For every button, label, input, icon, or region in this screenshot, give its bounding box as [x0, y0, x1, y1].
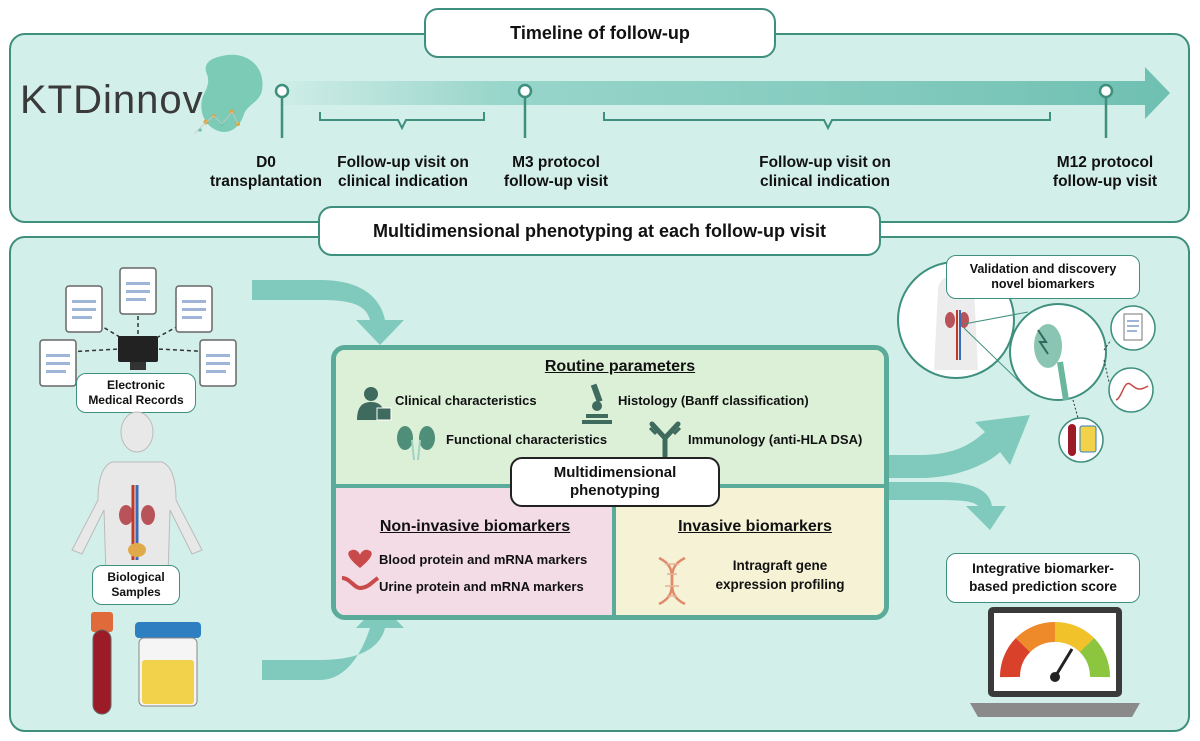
laptop-gauge-icon — [970, 607, 1140, 717]
blood-tube-icon — [91, 612, 113, 715]
timeline-arrow — [280, 67, 1170, 119]
timeline-title: Timeline of follow-up — [424, 8, 776, 58]
human-body-icon — [71, 411, 203, 576]
routine-item-histology: Histology (Banff classification) — [618, 393, 809, 408]
invasive-heading: Invasive biomarkers — [678, 518, 832, 535]
ktdinnov-logo: KTDinnov — [20, 50, 270, 140]
milestone-marker-m12 — [1098, 83, 1114, 138]
urine-cup-icon — [135, 622, 201, 707]
noninvasive-heading: Non-invasive biomarkers — [379, 518, 571, 535]
antibody-icon — [648, 421, 682, 459]
brace-interval-1 — [319, 112, 485, 131]
brace-interval-2 — [603, 112, 1051, 131]
milestone-marker-d0 — [274, 83, 290, 138]
clinician-icon — [357, 387, 392, 421]
dna-icon — [658, 556, 686, 606]
routine-item-functional: Functional characteristics — [446, 432, 608, 447]
score-label: Integrative biomarker-based prediction s… — [946, 553, 1140, 603]
kidneys-icon — [397, 426, 435, 461]
noninvasive-item-urine: Urine protein and mRNA markers — [379, 579, 584, 594]
hand-heart-icon — [341, 549, 380, 591]
emr-clipboards-icon — [39, 267, 237, 387]
timeline-panel — [9, 33, 1190, 223]
routine-item-clinical: Clinical characteristics — [395, 393, 537, 408]
microscope-icon — [582, 383, 612, 424]
noninvasive-item-blood: Blood protein and mRNA markers — [379, 552, 588, 567]
logo-text: KTDinnov — [20, 78, 204, 122]
routine-item-immunology: Immunology (anti-HLA DSA) — [688, 432, 863, 447]
routine-heading: Routine parameters — [544, 358, 696, 375]
kidney-logo-icon — [193, 54, 263, 135]
milestone-marker-m3 — [517, 83, 533, 138]
phenotyping-title: Multidimensional phenotyping at each fol… — [318, 206, 881, 256]
